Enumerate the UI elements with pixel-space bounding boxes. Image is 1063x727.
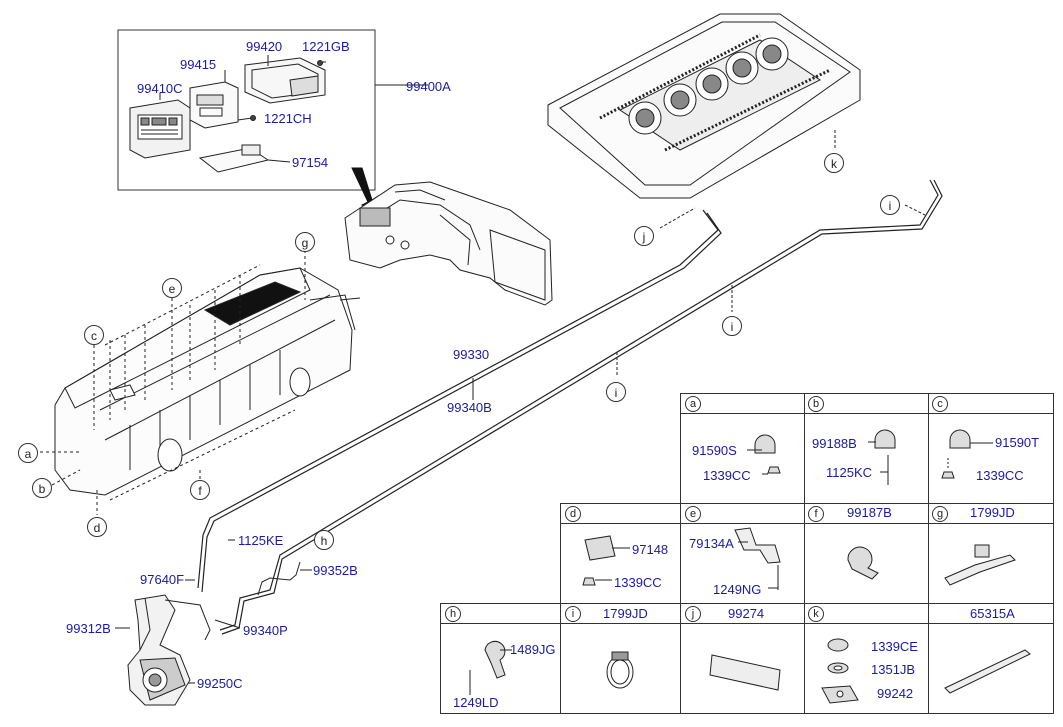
part-1339cc-c-label[interactable]: 1339CC — [976, 468, 1024, 483]
part-99400a-label[interactable]: 99400A — [406, 79, 451, 94]
part-99188b-label[interactable]: 99188B — [812, 436, 857, 451]
part-99187b-label[interactable]: 99187B — [847, 505, 892, 520]
part-99330-label[interactable]: 99330 — [453, 347, 490, 362]
ref-e[interactable]: e — [162, 278, 182, 298]
part-99352b-label[interactable]: 99352B — [313, 563, 358, 578]
part-1799jd-g-label[interactable]: 1799JD — [970, 505, 1015, 520]
part-99274-label[interactable]: 99274 — [728, 606, 765, 621]
part-1221gb-label[interactable]: 1221GB — [302, 39, 350, 54]
cell-f-letter: f — [808, 506, 824, 522]
part-91590t-label[interactable]: 91590T — [995, 435, 1040, 450]
part-79134a-label[interactable]: 79134A — [689, 536, 734, 551]
part-99415-label[interactable]: 99415 — [180, 57, 217, 72]
ref-b[interactable]: b — [32, 478, 52, 498]
part-97640f-label[interactable]: 97640F — [140, 572, 185, 587]
ref-f[interactable]: f — [190, 480, 210, 500]
part-99312b-label[interactable]: 99312B — [66, 621, 111, 636]
compressor-drawing — [127, 594, 211, 706]
parts-table-grid — [440, 393, 1054, 714]
part-65315a-label[interactable]: 65315A — [970, 606, 1015, 621]
dashboard-drawing — [344, 181, 553, 306]
ref-i-lower[interactable]: i — [606, 382, 626, 402]
cell-k-letter: k — [808, 606, 824, 622]
part-1799jd-i-label[interactable]: 1799JD — [603, 606, 648, 621]
cell-c-letter: c — [932, 396, 948, 412]
cell-j-letter: j — [685, 606, 701, 622]
detail-frame — [117, 29, 376, 191]
part-99340p-label[interactable]: 99340P — [243, 623, 288, 638]
part-99410c-label[interactable]: 99410C — [137, 81, 183, 96]
part-99242-label[interactable]: 99242 — [877, 686, 914, 701]
ref-a[interactable]: a — [18, 443, 38, 463]
ref-c[interactable]: c — [84, 325, 104, 345]
cell-g-letter: g — [932, 506, 948, 522]
tray-99420-drawing — [244, 55, 326, 104]
cell-a-letter: a — [685, 396, 701, 412]
part-1351jb-label[interactable]: 1351JB — [871, 662, 916, 677]
bus-drawing — [54, 267, 361, 496]
ref-k[interactable]: k — [824, 153, 844, 173]
ref-h[interactable]: h — [314, 530, 334, 550]
ref-i-middle[interactable]: i — [722, 316, 742, 336]
part-99250c-label[interactable]: 99250C — [197, 676, 243, 691]
part-1249ld-label[interactable]: 1249LD — [453, 695, 499, 710]
part-1489jg-label[interactable]: 1489JG — [510, 642, 556, 657]
ref-i-upper[interactable]: i — [880, 195, 900, 215]
part-1339ce-label[interactable]: 1339CE — [871, 639, 918, 654]
table-part-sketches — [469, 429, 1031, 704]
part-99340b-label[interactable]: 99340B — [447, 400, 492, 415]
part-1339cc-a-label[interactable]: 1339CC — [703, 468, 751, 483]
part-91590s-label[interactable]: 91590S — [692, 443, 737, 458]
hose-drawing — [115, 179, 943, 684]
cell-i-letter: i — [565, 606, 581, 622]
panel-99410c-drawing — [129, 93, 191, 159]
cell-b-letter: b — [808, 396, 824, 412]
part-1125ke-label[interactable]: 1125KE — [238, 533, 284, 548]
ref-d[interactable]: d — [87, 517, 107, 537]
cell-d-letter: d — [565, 506, 581, 522]
roof-ac-drawing — [547, 13, 861, 199]
ref-g[interactable]: g — [295, 232, 315, 252]
part-99420-label[interactable]: 99420 — [246, 39, 283, 54]
part-1221ch-label[interactable]: 1221CH — [264, 111, 312, 126]
cell-e-letter: e — [685, 506, 701, 522]
part-1339cc-d-label[interactable]: 1339CC — [614, 575, 662, 590]
cell-h-letter: h — [445, 606, 461, 622]
part-97154-label[interactable]: 97154 — [292, 155, 329, 170]
board-97154-drawing — [198, 144, 291, 173]
part-97148-label[interactable]: 97148 — [632, 542, 669, 557]
ref-j[interactable]: j — [634, 226, 654, 246]
part-1249ng-label[interactable]: 1249NG — [713, 582, 762, 597]
part-1125kc-label[interactable]: 1125KC — [826, 465, 873, 480]
